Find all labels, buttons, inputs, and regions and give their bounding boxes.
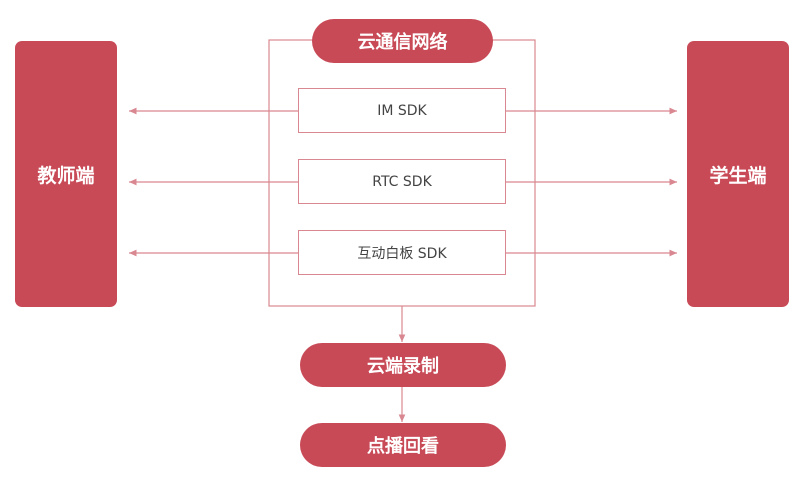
- student-client-label: 学生端: [709, 164, 767, 187]
- playback-label: 点播回看: [367, 436, 439, 457]
- rtc-sdk-label: RTC SDK: [372, 173, 432, 190]
- cloud-recording-label: 云端录制: [367, 356, 439, 377]
- whiteboard-sdk-label: 互动白板 SDK: [357, 245, 447, 262]
- rtc-sdk-box: RTC SDK: [298, 159, 506, 204]
- cloud-network-pill: 云通信网络: [312, 19, 493, 63]
- teacher-client-label: 教师端: [37, 164, 95, 187]
- im-sdk-label: IM SDK: [377, 102, 427, 119]
- whiteboard-sdk-box: 互动白板 SDK: [298, 230, 506, 275]
- student-client-block: 学生端: [687, 41, 789, 307]
- teacher-client-block: 教师端: [15, 41, 117, 307]
- cloud-recording-pill: 云端录制: [300, 343, 506, 387]
- im-sdk-box: IM SDK: [298, 88, 506, 133]
- playback-pill: 点播回看: [300, 423, 506, 467]
- cloud-network-label: 云通信网络: [357, 32, 448, 53]
